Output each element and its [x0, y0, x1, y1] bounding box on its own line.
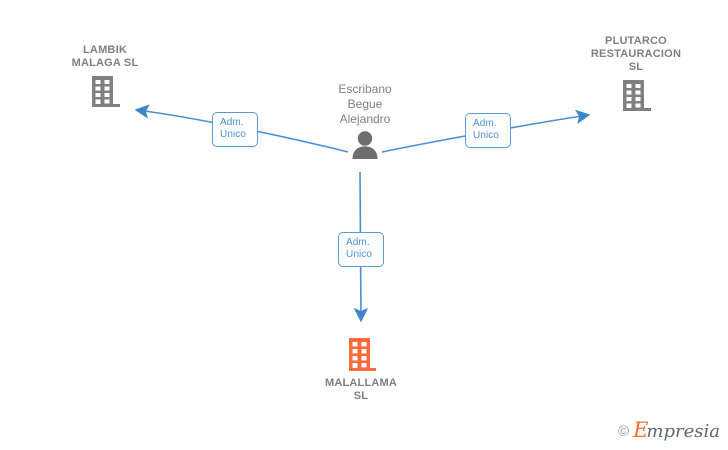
node-company-lambik-malaga[interactable]: LAMBIK MALAGA SL: [40, 44, 170, 109]
brand-name: mpresia: [646, 421, 720, 442]
node-person-center[interactable]: Escribano Begue Alejandro: [300, 82, 430, 160]
node-label-plutarco-restauracion: PLUTARCO RESTAURACION SL: [590, 35, 682, 73]
building-icon: [92, 76, 120, 107]
edge-label-person-to-lambik[interactable]: Adm. Unico: [212, 112, 258, 147]
node-company-plutarco-restauracion[interactable]: PLUTARCO RESTAURACION SL: [562, 35, 710, 113]
brand-initial: E: [633, 418, 649, 442]
node-label-lambik-malaga: LAMBIK MALAGA SL: [71, 44, 139, 69]
person-icon: [352, 131, 378, 159]
edge-label-person-to-plutarco[interactable]: Adm. Unico: [465, 113, 511, 148]
building-icon: [349, 338, 376, 371]
node-label-malallama: MALALLAMA SL: [324, 377, 398, 402]
copyright-icon: ©: [618, 422, 630, 440]
building-icon: [623, 80, 651, 111]
node-company-malallama[interactable]: MALALLAMA SL: [296, 334, 426, 403]
empresia-watermark: © Empresia: [618, 420, 720, 442]
edge-label-person-to-malallama[interactable]: Adm. Unico: [338, 232, 384, 267]
node-label-person-center: Escribano Begue Alejandro: [338, 82, 392, 126]
